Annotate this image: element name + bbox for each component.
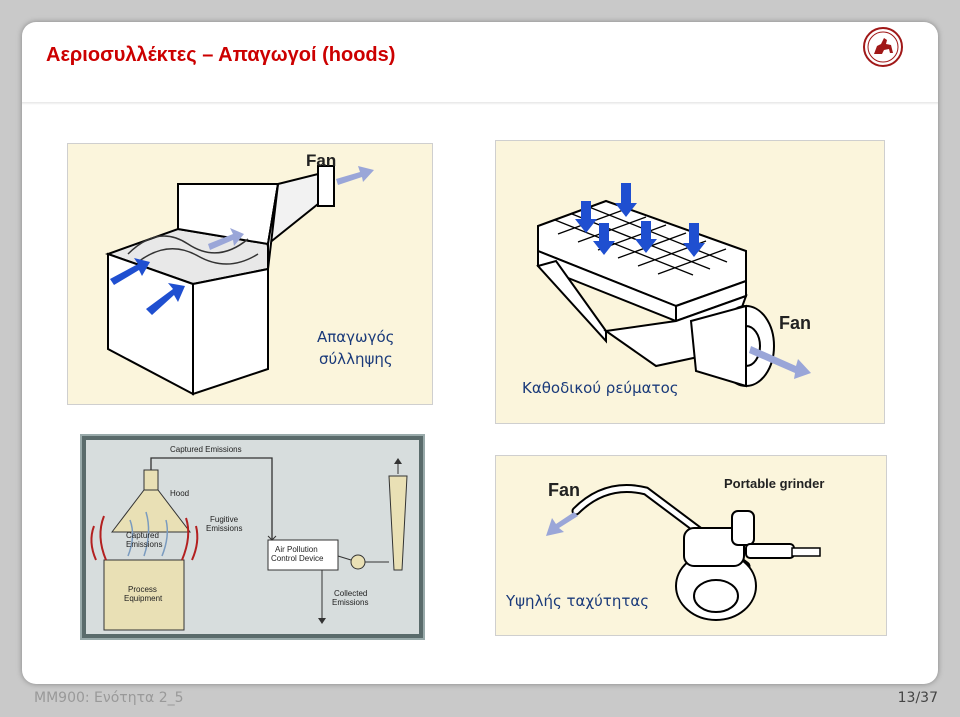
diagram-apc-1: Air Pollution [275, 545, 318, 554]
diagram-fugitive-1: Fugitive [210, 515, 239, 524]
university-seal-icon [863, 27, 903, 67]
hv-fan-label: Fan [548, 480, 580, 500]
hv-grinder-label: Portable grinder [724, 476, 824, 491]
diagram-hood-label: Hood [170, 489, 189, 498]
downdraft-fan-label: Fan [779, 313, 811, 333]
capture-hood-drawing: Fan [105, 151, 374, 396]
diagram-fugitive-2: Emissions [206, 524, 242, 533]
diagram-apc-2: Control Device [271, 554, 324, 563]
downdraft-caption: Καθοδικού ρεύματος [522, 379, 679, 397]
diagram-captured-emissions-top: Captured Emissions [170, 445, 242, 454]
diagram-captured-1: Captured [126, 531, 159, 540]
title-divider [22, 102, 938, 105]
hood-system-diagram: Captured Emissions Hood Fugitive Emissio… [80, 434, 425, 640]
diagram-collected-1: Collected [334, 589, 367, 598]
slide-title: Αεριοσυλλέκτες – Απαγωγοί (hoods) [46, 44, 396, 66]
system-diagram-drawing: Captured Emissions Hood Fugitive Emissio… [86, 440, 419, 634]
downdraft-hood-figure: Fan Καθοδικού ρεύματος [495, 140, 885, 424]
capture-hood-figure: Fan Απαγωγός σύλληψης [67, 143, 433, 405]
footer-page-number: 13/37 [897, 690, 938, 706]
downdraft-hood-drawing: Fan [536, 183, 811, 388]
footer-course: ΜΜ900: Ενότητα 2_5 [34, 690, 184, 706]
high-velocity-hood-figure: Fan Portable grinder Υψηλής ταχύτητας [495, 455, 887, 636]
high-velocity-drawing: Fan Portable grinder [546, 476, 824, 621]
diagram-collected-2: Emissions [332, 598, 368, 607]
diagram-process-2: Equipment [124, 594, 163, 603]
capture-fan-label: Fan [306, 151, 336, 170]
capture-caption-line2: σύλληψης [319, 350, 393, 368]
capture-caption-line1: Απαγωγός [317, 328, 395, 346]
diagram-captured-2: Emissions [126, 540, 162, 549]
diagram-process-1: Process [128, 585, 157, 594]
high-velocity-caption: Υψηλής ταχύτητας [506, 592, 650, 610]
